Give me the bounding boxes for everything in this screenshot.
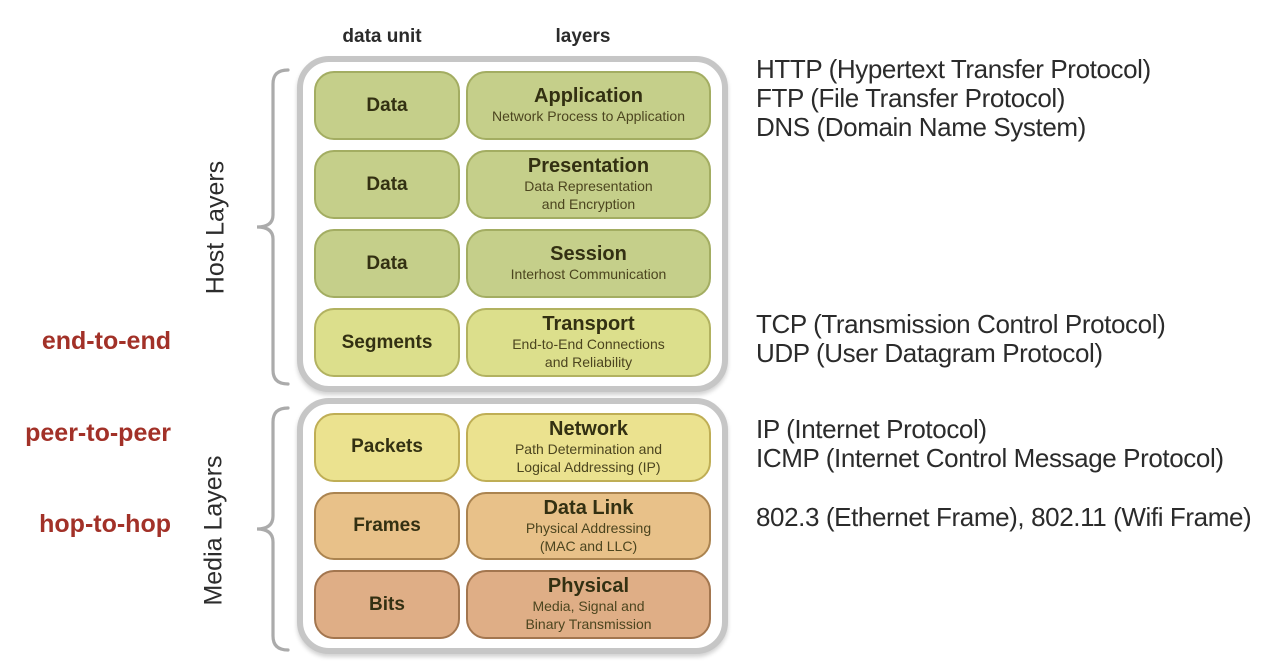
- side-label-peer-to-peer: peer-to-peer: [25, 419, 171, 447]
- layer-title: Transport: [542, 313, 635, 336]
- annotation-line: DNS (Domain Name System): [756, 112, 1086, 142]
- layer-title: Physical: [547, 575, 630, 598]
- annotation-line: FTP (File Transfer Protocol): [756, 83, 1066, 113]
- layer-description: Network Process to Application: [492, 108, 685, 125]
- layer-description: Physical Addressing (MAC and LLC): [525, 519, 652, 554]
- side-label-end-to-end: end-to-end: [41, 327, 171, 355]
- host-layers-brace: [256, 68, 290, 386]
- layer-box-network: Network Path Determination and Logical A…: [466, 413, 711, 482]
- layer-box-data-link: Data Link Physical Addressing (MAC and L…: [466, 491, 711, 561]
- annotation-line: IP (Internet Protocol): [756, 414, 987, 444]
- layer-box-physical: Physical Media, Signal and Binary Transm…: [466, 570, 711, 640]
- layer-box-session: Session Interhost Communication: [466, 229, 711, 298]
- layer-description: Media, Signal and Binary Transmission: [525, 598, 652, 633]
- layer-title: Presentation: [527, 155, 650, 178]
- data-unit-box-physical: Bits: [314, 570, 460, 640]
- host-layers-label: Host Layers: [201, 160, 230, 295]
- annotation-network-protocols: IP (Internet Protocol) ICMP (Internet Co…: [756, 415, 1276, 473]
- media-layers-brace: [256, 406, 290, 652]
- layer-title: Network: [549, 417, 628, 440]
- data-unit-box-transport: Segments: [314, 308, 460, 377]
- row-physical: Bits Physical Media, Signal and Binary T…: [314, 570, 711, 640]
- layer-description: Interhost Communication: [510, 266, 667, 283]
- media-layers-label: Media Layers: [199, 455, 228, 606]
- row-session: Data Session Interhost Communication: [314, 229, 711, 298]
- layer-box-presentation: Presentation Data Representation and Enc…: [466, 150, 711, 219]
- side-label-hop-to-hop: hop-to-hop: [39, 510, 171, 538]
- data-unit-box-application: Data: [314, 71, 460, 140]
- row-network: Packets Network Path Determination and L…: [314, 413, 711, 482]
- column-header-layers: layers: [555, 26, 611, 47]
- layer-description: Path Determination and Logical Addressin…: [514, 440, 663, 475]
- annotation-application-protocols: HTTP (Hypertext Transfer Protocol) FTP (…: [756, 55, 1276, 142]
- row-data-link: Frames Data Link Physical Addressing (MA…: [314, 491, 711, 561]
- layer-description: Data Representation and Encryption: [524, 178, 653, 212]
- annotation-line: ICMP (Internet Control Message Protocol): [756, 443, 1224, 473]
- annotation-line: TCP (Transmission Control Protocol): [756, 309, 1166, 339]
- layer-title: Application: [534, 85, 643, 108]
- layer-box-transport: Transport End-to-End Connections and Rel…: [466, 308, 711, 377]
- annotation-datalink-protocols: 802.3 (Ethernet Frame), 802.11 (Wifi Fra…: [756, 503, 1276, 532]
- layer-title: Session: [550, 243, 627, 266]
- column-header-data-unit: data unit: [342, 26, 422, 47]
- annotation-line: UDP (User Datagram Protocol): [756, 338, 1103, 368]
- annotation-line: 802.3 (Ethernet Frame), 802.11 (Wifi Fra…: [756, 502, 1252, 532]
- annotation-transport-protocols: TCP (Transmission Control Protocol) UDP …: [756, 310, 1276, 368]
- media-layers-stack: Packets Network Path Determination and L…: [297, 398, 728, 654]
- layer-description: End-to-End Connections and Reliability: [512, 336, 665, 370]
- row-presentation: Data Presentation Data Representation an…: [314, 150, 711, 219]
- row-application: Data Application Network Process to Appl…: [314, 71, 711, 140]
- data-unit-box-data-link: Frames: [314, 491, 460, 561]
- layer-box-application: Application Network Process to Applicati…: [466, 71, 711, 140]
- data-unit-box-presentation: Data: [314, 150, 460, 219]
- annotation-line: HTTP (Hypertext Transfer Protocol): [756, 54, 1151, 84]
- row-transport: Segments Transport End-to-End Connection…: [314, 308, 711, 377]
- layer-title: Data Link: [543, 496, 634, 519]
- data-unit-box-session: Data: [314, 229, 460, 298]
- data-unit-box-network: Packets: [314, 413, 460, 482]
- host-layers-stack: Data Application Network Process to Appl…: [297, 56, 728, 392]
